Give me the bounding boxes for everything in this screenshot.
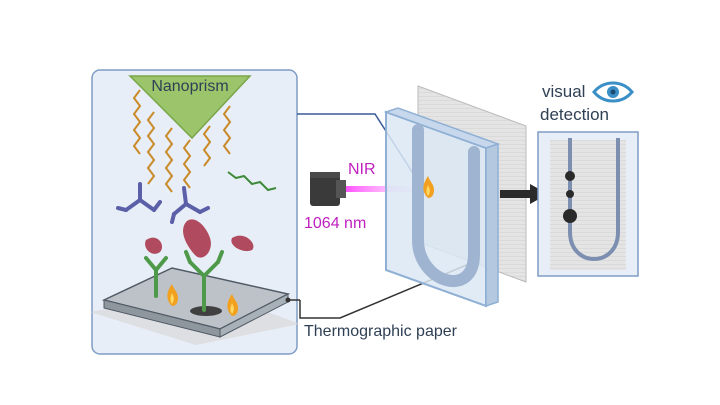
nanoprism-shape <box>128 75 252 140</box>
eye-icon <box>592 81 634 103</box>
left-panel: Nanoprism <box>90 69 300 355</box>
signal-dot <box>566 190 574 198</box>
flame-icon <box>227 294 238 316</box>
green-antibodies <box>144 250 224 312</box>
ligand-chains <box>132 89 232 193</box>
detection-panel <box>537 131 639 277</box>
detection-label: detection <box>540 105 609 124</box>
visual-label: visual <box>542 82 585 101</box>
laser-source-icon <box>310 172 346 206</box>
blue-antibodies <box>116 182 210 224</box>
nanoprism-label: Nanoprism <box>151 78 228 95</box>
antigens <box>145 219 254 258</box>
signal-dot <box>563 209 577 223</box>
u-channel-result <box>568 138 620 261</box>
wavelength-label: 1064 nm <box>304 215 366 232</box>
flame-icon <box>423 176 434 198</box>
heat-spot <box>190 306 222 316</box>
glass-slide <box>101 267 291 338</box>
center-device <box>383 85 527 308</box>
nir-label: NIR <box>348 161 376 178</box>
signal-dot <box>565 171 575 181</box>
thermographic-paper-label: Thermographic paper <box>304 323 458 340</box>
flame-icon <box>167 284 178 306</box>
u-channel <box>412 124 480 287</box>
green-ligand-chain <box>227 171 277 192</box>
